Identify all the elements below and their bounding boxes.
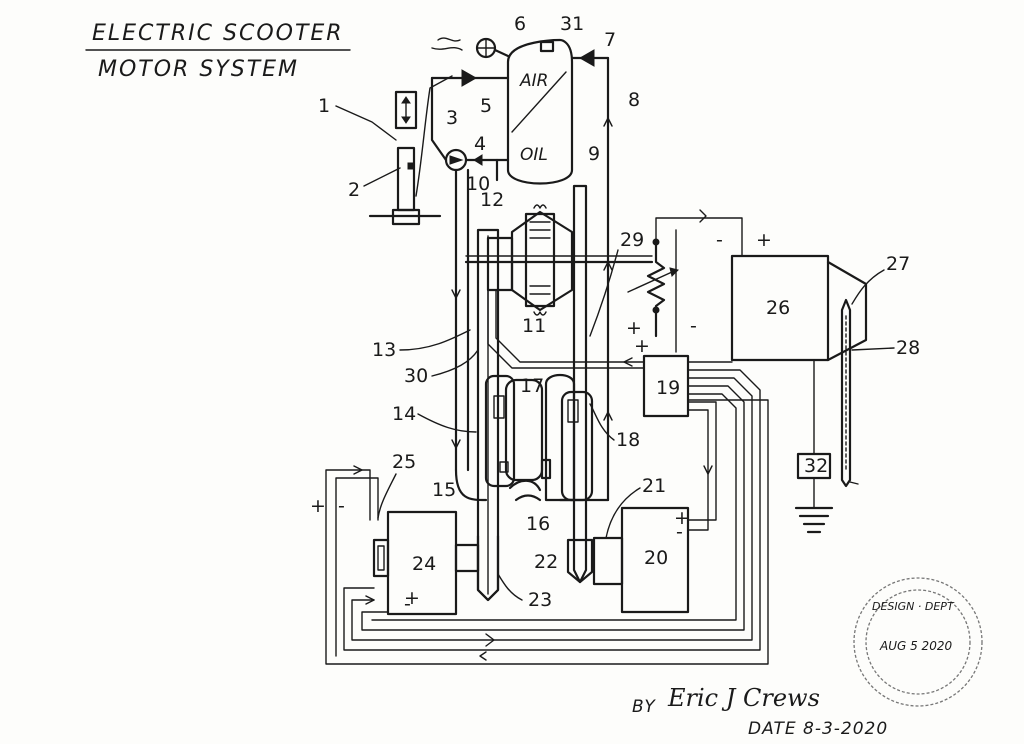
part-labels: 1 2 3 4 5 6 7 8 9 10 11 12 13 14 15 16 1… [318,13,920,611]
ground-icon [794,506,834,534]
stamp-text: DESIGN · DEPT [872,600,955,613]
label-3: 3 [446,107,458,129]
label-23: 23 [528,589,552,611]
label-9: 9 [588,143,600,165]
label-5: 5 [480,95,492,117]
variable-resistor-29 [627,238,679,338]
label-31: 31 [560,13,584,35]
label-19: 19 [656,377,680,399]
pulley-18 [560,390,594,502]
label-27: 27 [886,253,910,275]
label-21: 21 [642,475,666,497]
label-29: 29 [620,229,644,251]
label-24: 24 [412,553,436,575]
resistor-zigzag [646,238,666,338]
generator-26-body [730,254,830,362]
label-2: 2 [348,179,360,201]
stamp-date: AUG 5 2020 [879,639,952,653]
label-22: 22 [534,551,558,573]
label-15: 15 [432,479,456,501]
label-28: 28 [896,337,920,359]
label-18: 18 [616,429,640,451]
label-8: 8 [628,89,640,111]
svg-text:-: - [690,315,697,337]
tank-separator [511,71,567,133]
gear-housing-27 [826,260,868,362]
svg-text:+: + [674,507,690,529]
signature-by: BY [632,697,656,717]
drive-gear-22 [566,538,594,584]
title-line-2: MOTOR SYSTEM [98,57,299,82]
label-17: 17 [520,375,544,397]
label-13: 13 [372,339,396,361]
label-20: 20 [644,547,668,569]
label-10: 10 [466,173,490,195]
air-vent-icon [431,37,463,51]
svg-text:-: - [404,593,411,615]
svg-text:+: + [634,335,650,357]
pulley-17 [544,373,576,502]
title-line-1: ELECTRIC SCOOTER [92,21,344,46]
svg-text:+: + [756,229,772,251]
throttle-head [394,90,418,130]
throttle-line [415,75,453,197]
label-26: 26 [766,297,790,319]
tank-oil-label: OIL [520,145,548,165]
tank-air-label: AIR [519,71,548,91]
drive-hub [464,204,654,316]
tank-outline [506,38,574,185]
svg-text:-: - [338,495,345,517]
svg-text:-: - [716,229,723,251]
throttle-control [368,75,453,226]
label-30: 30 [404,365,428,387]
label-12: 12 [480,189,504,211]
svg-text:+: + [626,317,642,339]
label-1: 1 [318,95,330,117]
drive-gear-23 [476,534,500,602]
up-down-arrow-icon [401,96,411,124]
controller-21 [592,536,624,586]
signature-date: DATE 8-3-2020 [748,719,888,739]
hub-12 [486,236,514,292]
motor-24 [372,510,500,616]
right-drive-shaft [572,184,588,584]
hub-housing-11 [510,210,574,312]
svg-text:+: + [404,587,420,609]
shaft-28 [840,298,852,488]
svg-text:-: - [676,521,683,543]
label-16: 16 [526,513,550,535]
linkage-16 [508,479,542,502]
electrical-wiring [325,209,834,665]
label-4: 4 [474,133,486,155]
label-6: 6 [514,13,526,35]
polarity-signs: + - - + + + - + - + - [310,229,772,615]
pulley-14 [484,374,516,488]
label-14: 14 [392,403,416,425]
label-32: 32 [804,455,828,477]
generator-26 [730,254,868,488]
air-oil-tank: AIR OIL [430,37,610,185]
svg-text:+: + [310,495,326,517]
label-25: 25 [392,451,416,473]
signature-name: Eric J Crews [667,684,820,712]
diagram-title: ELECTRIC SCOOTER MOTOR SYSTEM [85,21,351,82]
throttle-body [396,146,416,212]
valve-31 [539,40,555,53]
stamp: DESIGN · DEPT AUG 5 2020 [853,577,983,707]
label-11: 11 [522,315,546,337]
battery-20 [592,506,690,614]
right-drive-assembly [540,184,594,584]
spring-icon [533,204,547,316]
signature-block: BY Eric J Crews DATE 8-3-2020 [632,684,888,739]
label-7: 7 [604,29,616,51]
